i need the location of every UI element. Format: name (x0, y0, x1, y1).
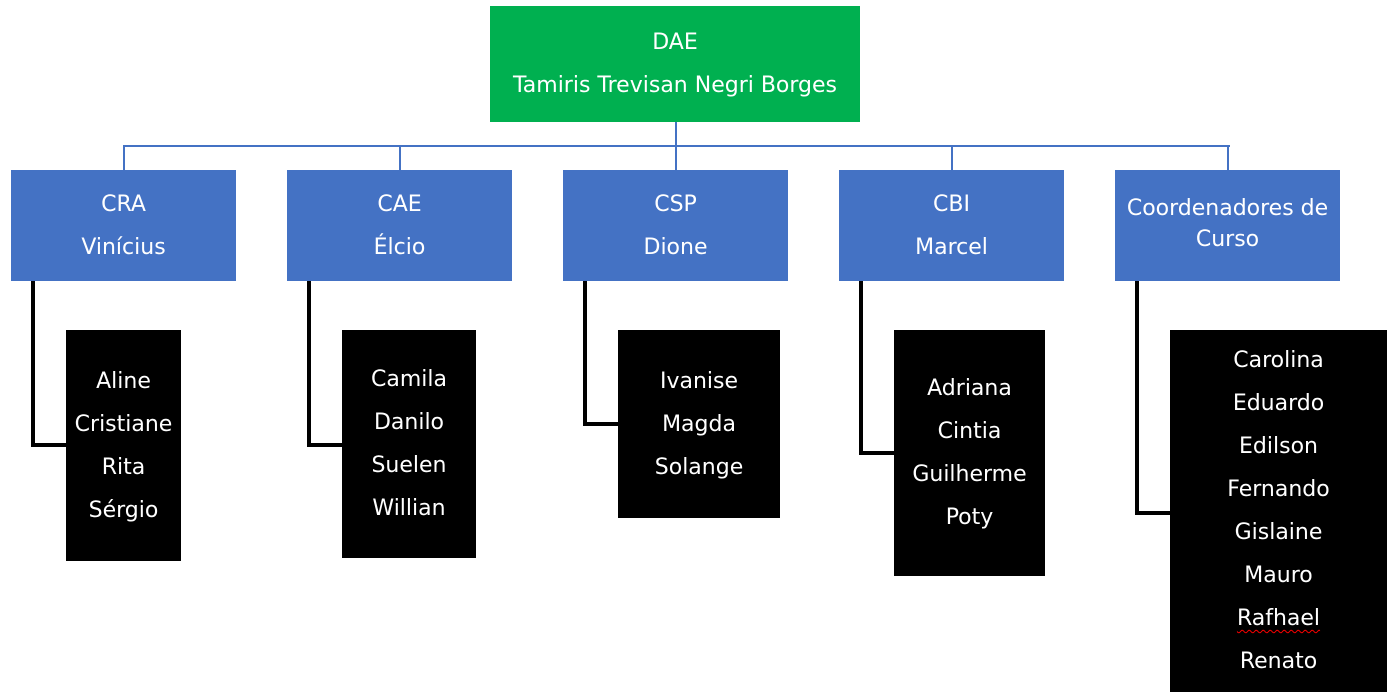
member-name: Sérgio (88, 497, 159, 523)
connector-cra (123, 145, 125, 170)
unit-node-cbi: CBI Marcel (839, 170, 1064, 281)
root-node-dae: DAE Tamiris Trevisan Negri Borges (490, 6, 860, 122)
connector-csp (675, 145, 677, 170)
member-name: Willian (372, 496, 446, 521)
member-name: Aline (96, 368, 151, 394)
member-name: Edilson (1239, 434, 1318, 459)
member-connector-csp-vertical (583, 281, 587, 426)
member-name: Gislaine (1234, 520, 1323, 545)
connector-cae (399, 145, 401, 170)
unit-title: CBI (933, 191, 970, 217)
member-name: Poty (945, 505, 994, 530)
member-name: Adriana (927, 376, 1012, 401)
member-connector-cra-vertical (31, 281, 35, 447)
member-name: Danilo (373, 410, 445, 435)
connector-coordenadores (1227, 145, 1229, 170)
members-list-cra: Aline Cristiane Rita Sérgio (66, 330, 181, 561)
root-title: DAE (652, 30, 698, 55)
member-name: Carolina (1233, 348, 1324, 373)
unit-title-line-2: Curso (1195, 227, 1260, 252)
member-name: Renato (1239, 649, 1318, 674)
unit-title-line-1: Coordenadores de (1126, 196, 1329, 221)
member-connector-coordenadores-horizontal (1135, 511, 1171, 515)
unit-node-coordenadores: Coordenadores de Curso (1115, 170, 1340, 281)
root-name: Tamiris Trevisan Negri Borges (512, 73, 838, 98)
member-connector-csp-horizontal (583, 422, 619, 426)
members-list-csp: Ivanise Magda Solange (618, 330, 780, 518)
members-list-cbi: Adriana Cintia Guilherme Poty (894, 330, 1045, 576)
member-name: Rita (101, 454, 146, 480)
member-connector-cae-horizontal (307, 443, 343, 447)
unit-node-cra: CRA Vinícius (11, 170, 236, 281)
unit-title: CSP (654, 191, 697, 217)
connector-cbi (951, 145, 953, 170)
unit-node-csp: CSP Dione (563, 170, 788, 281)
member-name: Solange (654, 454, 744, 480)
member-name: Eduardo (1232, 391, 1325, 416)
member-name: Magda (662, 411, 736, 437)
member-name: Mauro (1244, 563, 1313, 588)
member-name: Ivanise (659, 368, 739, 394)
members-list-coordenadores: Carolina Eduardo Edilson Fernando Gislai… (1170, 330, 1387, 692)
member-connector-cbi-vertical (859, 281, 863, 455)
member-connector-coordenadores-vertical (1135, 281, 1139, 515)
unit-head-name: Marcel (915, 234, 988, 260)
unit-title: CRA (101, 191, 146, 217)
member-name: Suelen (371, 453, 447, 478)
member-name: Cristiane (74, 411, 173, 437)
unit-head-name: Élcio (373, 234, 426, 260)
member-name: Rafhael (1236, 606, 1321, 631)
unit-head-name: Vinícius (81, 234, 166, 260)
unit-title: CAE (377, 191, 422, 217)
member-name: Camila (371, 367, 447, 392)
root-connector-vertical (675, 122, 677, 146)
members-list-cae: Camila Danilo Suelen Willian (342, 330, 476, 558)
member-name: Fernando (1227, 477, 1330, 502)
member-connector-cbi-horizontal (859, 451, 895, 455)
member-name: Guilherme (912, 462, 1027, 487)
member-name: Cintia (937, 419, 1002, 444)
unit-node-cae: CAE Élcio (287, 170, 512, 281)
member-connector-cra-horizontal (31, 443, 67, 447)
unit-head-name: Dione (643, 234, 708, 260)
member-connector-cae-vertical (307, 281, 311, 447)
